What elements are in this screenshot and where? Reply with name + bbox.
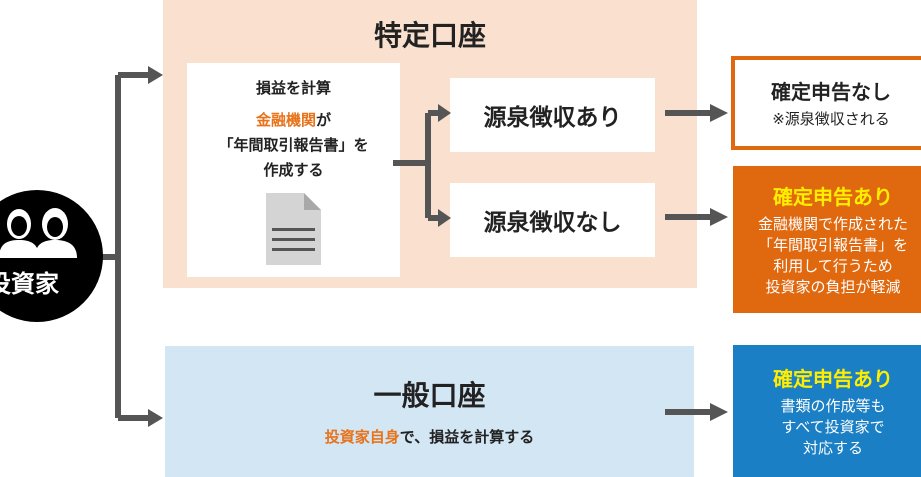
calc-suffix: が [316, 111, 332, 129]
result-filing-tokutei: 確定申告あり 金融機関で作成された 「年間取引報告書」を 利用して行うため 投資… [733, 166, 921, 313]
result-title: 確定申告あり [773, 185, 893, 209]
result-line: 対応する [802, 439, 863, 457]
result-title: 確定申告なし [771, 80, 891, 104]
result-line: 「年間取引報告書」を [757, 236, 908, 254]
result-filing-ippan: 確定申告あり 書類の作成等も すべて投資家で 対応する [733, 345, 921, 477]
result-line: 書類の作成等も [780, 397, 886, 415]
calc-highlight: 金融機関 [255, 111, 316, 129]
tokutei-title: 特定口座 [373, 19, 486, 52]
investor-label: 投資家 [0, 270, 59, 298]
document-icon [266, 193, 321, 265]
ippan-account-panel: 一般口座 投資家自身で、損益を計算する [165, 346, 694, 477]
result-no-filing: 確定申告なし ※源泉徴収される [731, 56, 921, 150]
result-title: 確定申告あり [773, 367, 893, 391]
calc-line2: 「年間取引報告書」を [218, 136, 369, 154]
calc-title: 損益を計算 [255, 79, 331, 97]
calc-line3: 作成する [263, 161, 324, 179]
investor-circle: 投資家 [0, 190, 103, 322]
result-line: 利用して行うため [773, 257, 893, 275]
result-line: ※源泉徴収される [772, 110, 890, 128]
ippan-highlight: 投資家自身 [324, 428, 400, 446]
withholding-yes-box: 源泉徴収あり [450, 78, 655, 152]
withholding-no-box: 源泉徴収なし [450, 183, 655, 257]
result-line: すべて投資家で [781, 418, 885, 436]
ippan-desc: で、損益を計算する [399, 428, 535, 446]
ippan-title: 一般口座 [373, 379, 486, 412]
investors-icon [0, 208, 77, 258]
result-line: 投資家の負担が軽減 [765, 278, 901, 296]
result-line: 金融機関で作成された [757, 215, 908, 233]
